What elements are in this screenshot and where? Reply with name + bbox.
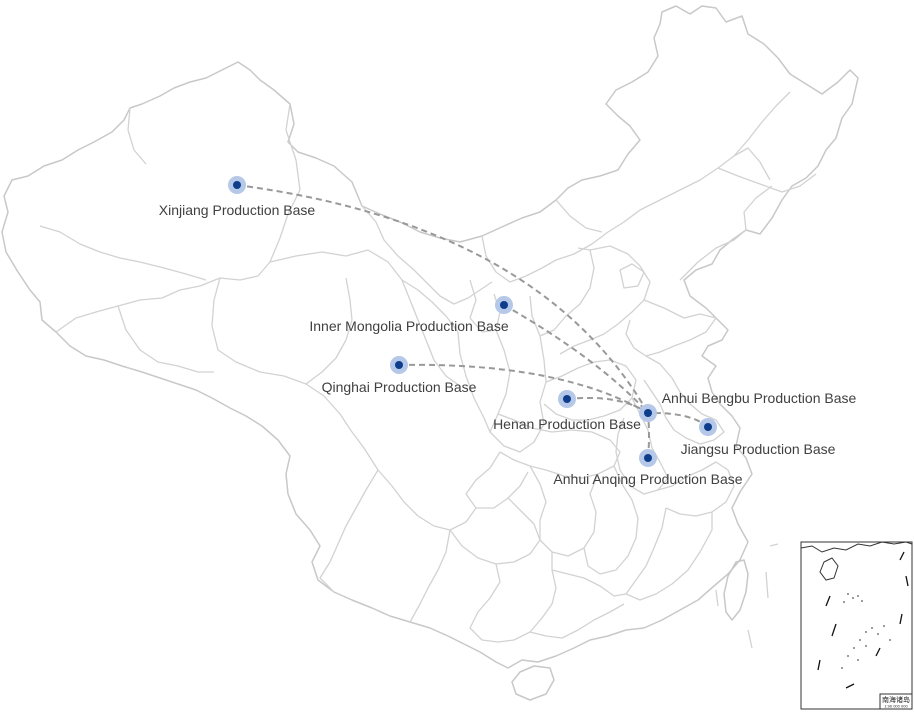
marker-dot [704,423,712,431]
province-borders [39,91,817,643]
taiwan-island [723,559,749,621]
inset-caption-box [879,693,913,710]
marker-dot [500,301,508,309]
inset-dash-line [825,595,831,607]
inset-coastline [800,541,913,553]
route-jiangsu [647,411,709,428]
marker-henan[interactable] [558,390,576,408]
label-inner-mongolia: Inner Mongolia Production Base [309,318,508,334]
route-xinjiang [236,184,649,414]
coastal-islets [715,543,779,649]
hainan-island [511,665,555,701]
inset-frame [800,541,913,710]
marker-dot [563,395,571,403]
marker-dot [644,454,652,462]
marker-inner-mongolia[interactable] [495,296,513,314]
route-qinghai [398,363,649,414]
label-anhui-bengbu: Anhui Bengbu Production Base [662,390,857,406]
label-jiangsu: Jiangsu Production Base [681,441,836,457]
route-inner-mongolia [503,304,649,414]
marker-anhui-bengbu[interactable] [639,404,657,422]
label-anhui-anqing: Anhui Anqing Production Base [553,471,742,487]
inset-islets [841,593,891,669]
label-xinjiang: Xinjiang Production Base [159,202,316,218]
label-layer: Xinjiang Production Base Inner Mongolia … [159,202,857,487]
marker-qinghai[interactable] [390,356,408,374]
marker-jiangsu[interactable] [699,418,717,436]
marker-dot [233,181,241,189]
label-qinghai: Qinghai Production Base [322,379,477,395]
south-china-sea-inset: 南海诸岛 1:96 000 000 [800,541,913,710]
inset-scale: 1:96 000 000 [884,704,908,709]
inset-title: 南海诸岛 [882,695,910,704]
marker-dot [644,409,652,417]
marker-anhui-anqing[interactable] [639,449,657,467]
label-henan: Henan Production Base [493,416,641,432]
marker-dot [395,361,403,369]
marker-xinjiang[interactable] [228,176,246,194]
